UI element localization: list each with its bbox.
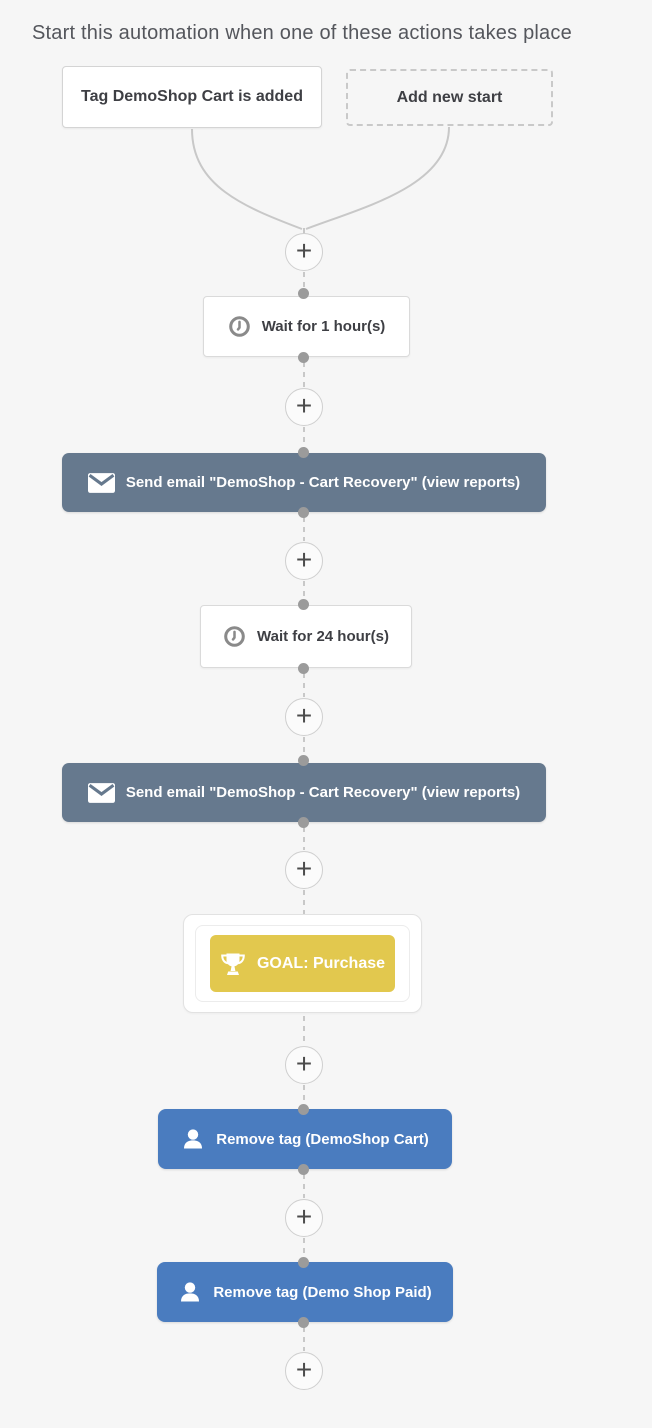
connector-line (303, 581, 305, 600)
connector-dot (298, 507, 309, 518)
send-email-label: Send email "DemoShop - Cart Recovery" (v… (125, 784, 521, 801)
plus-icon: + (295, 543, 313, 575)
connector-line (303, 362, 305, 388)
plus-icon: + (295, 1047, 313, 1079)
add-action-button[interactable]: + (285, 851, 323, 889)
connector-dot (298, 288, 309, 299)
connector-line (303, 1016, 305, 1045)
connector-line (303, 517, 305, 541)
connector-dot (298, 1317, 309, 1328)
wait-node-2[interactable]: Wait for 24 hour(s) (200, 605, 412, 668)
wait-node-label: Wait for 1 hour(s) (261, 318, 386, 335)
connector-line (303, 1085, 305, 1105)
remove-tag-node-2[interactable]: Remove tag (Demo Shop Paid) (157, 1262, 453, 1322)
add-action-button[interactable]: + (285, 233, 323, 271)
envelope-icon (87, 782, 115, 803)
connector-line (303, 272, 305, 289)
connector-dot (298, 663, 309, 674)
send-email-node-2[interactable]: Send email "DemoShop - Cart Recovery" (v… (62, 763, 546, 822)
clock-icon (228, 316, 250, 337)
trophy-icon (221, 953, 245, 975)
connector-dot (298, 755, 309, 766)
plus-icon: + (295, 699, 313, 731)
connector-line (303, 427, 305, 448)
person-icon (184, 1129, 203, 1149)
connector-dot (298, 352, 309, 363)
connector-line (303, 827, 305, 850)
connector-dot (298, 447, 309, 458)
connector-line (303, 1327, 305, 1351)
trigger-label: Tag DemoShop Cart is added (81, 88, 303, 105)
connector-line (303, 1238, 305, 1258)
person-icon (181, 1282, 200, 1302)
add-action-button[interactable]: + (285, 698, 323, 736)
connector-dot (298, 1164, 309, 1175)
remove-tag-node-1[interactable]: Remove tag (DemoShop Cart) (158, 1109, 452, 1169)
clock-icon (224, 626, 245, 647)
add-new-start-label: Add new start (396, 88, 503, 106)
remove-tag-label: Remove tag (DemoShop Cart) (216, 1130, 429, 1148)
connector-dot (298, 599, 309, 610)
connector-dot (298, 1104, 309, 1115)
plus-icon: + (295, 852, 313, 884)
add-action-button[interactable]: + (285, 388, 323, 426)
connector-line (303, 673, 305, 697)
remove-tag-label: Remove tag (Demo Shop Paid) (213, 1283, 432, 1301)
plus-icon: + (295, 1353, 313, 1385)
wait-node-1[interactable]: Wait for 1 hour(s) (203, 296, 410, 357)
add-action-button[interactable]: + (285, 1046, 323, 1084)
add-action-button[interactable]: + (285, 542, 323, 580)
plus-icon: + (295, 1200, 313, 1232)
connector-line (303, 890, 305, 914)
plus-icon: + (295, 234, 313, 266)
connector-dot (298, 1257, 309, 1268)
envelope-icon (87, 472, 115, 493)
connector-dot (298, 817, 309, 828)
wait-node-label: Wait for 24 hour(s) (257, 628, 389, 645)
goal-node[interactable]: GOAL: Purchase (210, 935, 395, 992)
add-action-button[interactable]: + (285, 1352, 323, 1390)
send-email-label: Send email "DemoShop - Cart Recovery" (v… (125, 474, 521, 491)
page-title: Start this automation when one of these … (32, 22, 572, 44)
add-action-button[interactable]: + (285, 1199, 323, 1237)
trigger-node-tag-added[interactable]: Tag DemoShop Cart is added (62, 66, 322, 128)
connector-line (303, 1174, 305, 1198)
plus-icon: + (295, 389, 313, 421)
connector-line (303, 737, 305, 756)
add-new-start-button[interactable]: Add new start (346, 69, 553, 126)
goal-node-label: GOAL: Purchase (256, 954, 386, 972)
send-email-node-1[interactable]: Send email "DemoShop - Cart Recovery" (v… (62, 453, 546, 512)
